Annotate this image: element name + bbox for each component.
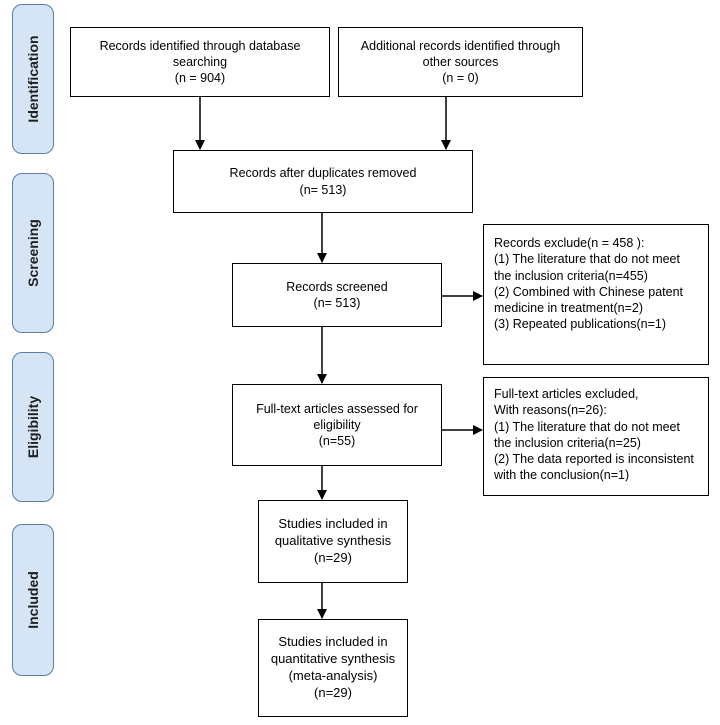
- box-line: (3) Repeated publications(n=1): [494, 317, 666, 332]
- flow-arrows: [195, 97, 483, 619]
- box-line: medicine in treatment(n=2): [494, 301, 644, 315]
- other-sources-box: Additional records identified through ot…: [338, 27, 583, 97]
- box-line: (n=55): [318, 434, 356, 449]
- box-line: (n= 513): [313, 296, 361, 310]
- box-line: other sources: [422, 54, 499, 69]
- phase-included: Included: [12, 524, 54, 676]
- phase-eligibility: Eligibility: [12, 352, 54, 502]
- box-line: Studies included in: [278, 516, 388, 532]
- qualitative-synthesis-box: Studies included in qualitative synthesi…: [258, 500, 408, 583]
- box-line: (n=29): [314, 549, 352, 565]
- fulltext-assessed-box: Full-text articles assessed for eligibil…: [232, 384, 442, 466]
- box-line: Studies included in: [278, 634, 388, 650]
- phase-screening: Screening: [12, 173, 54, 333]
- box-line: Full-text articles assessed for: [256, 401, 418, 416]
- quantitative-synthesis-box: Studies included in quantitative synthes…: [258, 619, 408, 717]
- box-line: (2) The data reported is inconsistent: [494, 452, 694, 466]
- box-line: Records identified through database: [99, 38, 301, 53]
- prisma-flow-diagram: Identification Screening Eligibility Inc…: [8, 0, 712, 725]
- box-line: the inclusion criteria(n=25): [494, 435, 641, 450]
- box-line: (1) The literature that do not meet: [494, 252, 680, 267]
- duplicates-removed-box: Records after duplicates removed (n= 513…: [173, 150, 473, 213]
- phase-identification: Identification: [12, 4, 54, 154]
- box-line: (n= 513): [299, 182, 347, 197]
- records-screened-box: Records screened (n= 513): [232, 263, 442, 327]
- fulltext-excluded-box: Full-text articles excluded, With reason…: [483, 377, 709, 496]
- box-line: Records after duplicates removed: [229, 166, 417, 181]
- box-line: the inclusion criteria(n=455): [494, 268, 648, 283]
- box-line: (2) Combined with Chinese patent: [494, 284, 683, 299]
- box-line: Additional records identified through: [360, 38, 561, 53]
- box-line: (n = 0): [442, 71, 479, 86]
- box-line: searching: [172, 54, 228, 69]
- box-line: (n=29): [314, 684, 352, 700]
- records-excluded-box: Records exclude(n = 458 ): (1) The liter…: [483, 224, 709, 365]
- box-line: Full-text articles excluded,: [494, 387, 639, 401]
- box-line: (n = 904): [174, 71, 226, 86]
- box-line: With reasons(n=26):: [494, 403, 607, 418]
- box-line: (1) The literature that do not meet: [494, 419, 680, 434]
- database-records-box: Records identified through database sear…: [70, 27, 330, 97]
- box-line: quantitative synthesis: [270, 651, 396, 667]
- box-line: Records exclude(n = 458 ):: [494, 236, 645, 250]
- box-line: eligibility: [313, 417, 361, 432]
- box-line: (meta-analysis): [288, 668, 378, 683]
- box-line: Records screened: [286, 279, 388, 294]
- box-line: qualitative synthesis: [274, 533, 392, 549]
- box-line: with the conclusion(n=1): [494, 468, 630, 483]
